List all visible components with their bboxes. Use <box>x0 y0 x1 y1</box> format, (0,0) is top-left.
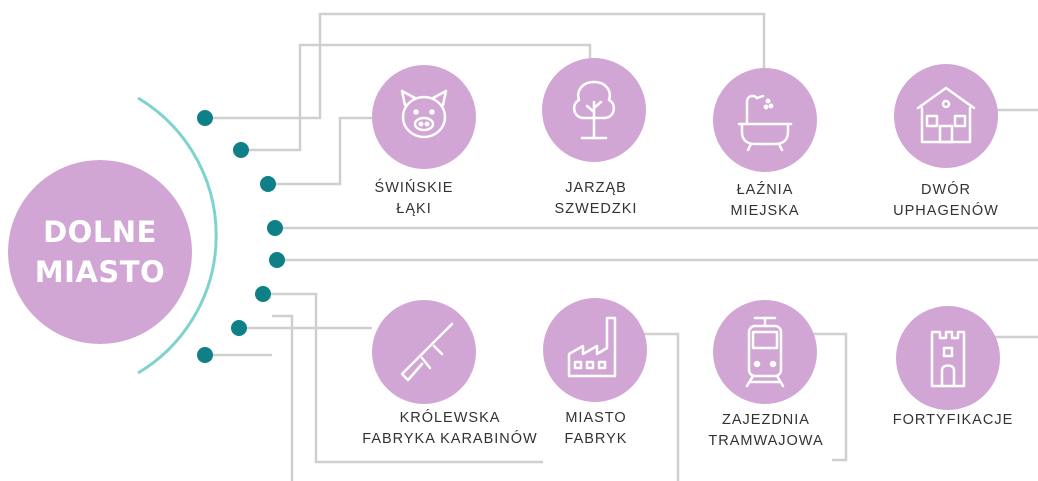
place-label-line-2: ŁĄKI <box>396 201 432 217</box>
node-fortyfikacje[interactable] <box>896 306 1000 410</box>
place-label-line-1: KRÓLEWSKA <box>399 410 501 426</box>
connector-dot <box>233 142 249 158</box>
place-label-line-2: TRAMWAJOWA <box>708 433 824 449</box>
place-label: ŚWIŃSKIE ŁĄKI <box>375 178 454 220</box>
place-label-line-2: SZWEDZKI <box>554 201 638 217</box>
place-label-line-2: MIEJSKA <box>730 203 800 219</box>
tower-icon <box>930 330 966 388</box>
place-label: JARZĄB SZWEDZKI <box>555 178 638 220</box>
tram-icon <box>745 316 785 388</box>
hub-circle: DOLNE MIASTO <box>8 160 192 344</box>
place-label: MIASTO FABRYK <box>565 408 628 450</box>
place-label-line-1: ŁAŹNIA <box>736 182 794 198</box>
factory-icon <box>567 316 617 378</box>
node-jarzab-szwedzki[interactable] <box>542 58 646 162</box>
place-label-line-2: UPHAGENÓW <box>893 203 999 219</box>
connector-line <box>268 116 372 186</box>
node-dwor-uphagenow[interactable] <box>894 64 998 168</box>
place-label: ZAJEZDNIA TRAMWAJOWA <box>708 410 823 452</box>
node-krolewska-fabryka-karabinow[interactable] <box>372 300 476 404</box>
connector-dot <box>260 176 276 192</box>
connector-line <box>205 12 766 120</box>
node-zajezdnia-tramwajowa[interactable] <box>713 300 817 404</box>
place-label: DWÓR UPHAGENÓW <box>893 180 999 222</box>
place-label-line-1: ŚWIŃSKIE <box>374 180 454 196</box>
place-label: KRÓLEWSKA FABRYKA KARABINÓW <box>362 408 537 450</box>
node-swinskie-laki[interactable] <box>372 65 476 169</box>
place-label-line-1: JARZĄB <box>565 180 627 196</box>
connector-dot <box>267 220 283 236</box>
bathtub-icon <box>737 94 793 152</box>
connector-dot <box>197 110 213 126</box>
pig-icon <box>400 89 448 139</box>
connector-line <box>272 314 294 481</box>
node-laznia-miejska[interactable] <box>713 68 817 172</box>
place-label: FORTYFIKACJE <box>893 410 1014 431</box>
place-label-line-2: FABRYKA KARABINÓW <box>362 431 538 447</box>
manor-house-icon <box>916 86 976 144</box>
place-label-line-1: MIASTO <box>565 410 627 426</box>
connector-dot <box>269 252 285 268</box>
hub-label-line-1: DOLNE <box>43 215 157 249</box>
rifle-icon <box>400 322 454 382</box>
connector-dot <box>255 286 271 302</box>
hub-arc <box>137 96 218 375</box>
place-label: ŁAŹNIA MIEJSKA <box>730 180 799 222</box>
hub-label-line-2: MIASTO <box>34 255 166 289</box>
connector-line <box>805 332 848 462</box>
place-label-line-1: ZAJEZDNIA <box>722 412 810 428</box>
tree-icon <box>572 80 616 140</box>
place-label-line-2: FABRYK <box>564 431 628 447</box>
connector-dot <box>197 347 213 363</box>
place-label-line-1: DWÓR <box>921 182 971 198</box>
node-miasto-fabryk[interactable] <box>543 298 647 402</box>
connector-dot <box>231 320 247 336</box>
connector-line <box>263 292 543 464</box>
place-label-line-1: FORTYFIKACJE <box>892 412 1014 428</box>
connector-line <box>241 43 592 152</box>
